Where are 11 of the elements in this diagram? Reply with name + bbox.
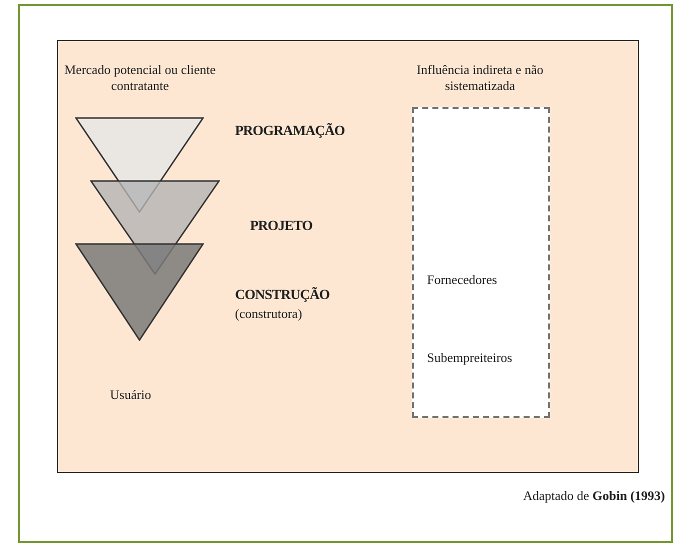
triangle-shape	[75, 243, 204, 341]
source-caption: Adaptado de Gobin (1993)	[523, 488, 665, 504]
group-heading: Influência indireta e não sistematizada	[416, 62, 544, 94]
stage-label: PROJETO	[250, 219, 312, 235]
list-item: Fornecedores	[427, 272, 498, 288]
stage-note: (construtora)	[235, 306, 302, 322]
text-label: Usuário	[110, 387, 152, 403]
stage-label: CONSTRUÇÃO	[235, 288, 330, 304]
stage-label: PROGRAMAÇÃO	[235, 124, 345, 140]
list-item: Subempreiteiros	[427, 350, 512, 366]
text-label: Mercado potencial ou cliente contratante	[63, 62, 217, 94]
